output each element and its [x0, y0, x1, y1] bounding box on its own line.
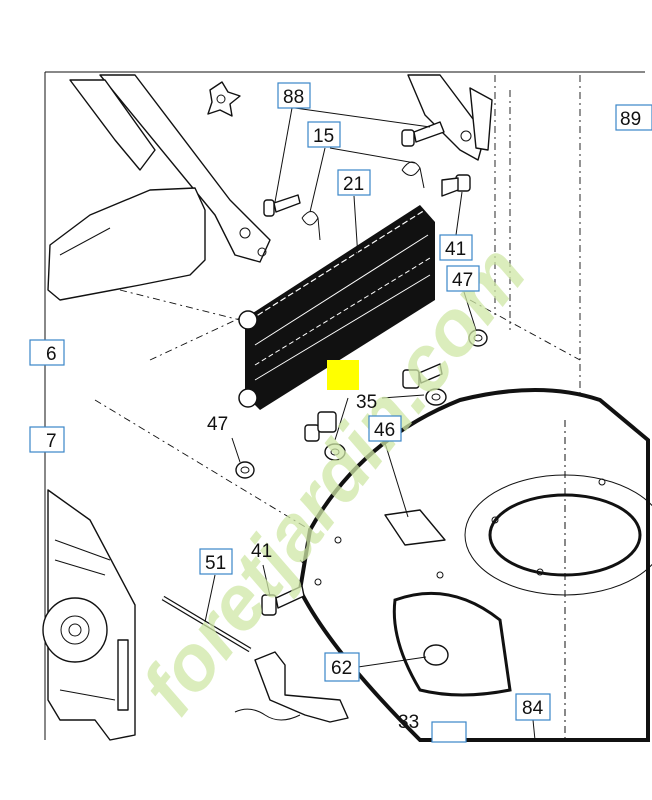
svg-text:21: 21 [343, 174, 364, 195]
svg-text:51: 51 [205, 553, 226, 574]
svg-text:7: 7 [46, 431, 57, 452]
svg-text:15: 15 [313, 126, 334, 147]
svg-text:84: 84 [522, 698, 544, 719]
label-47-lower: 47 [207, 414, 228, 435]
label-47-upper: 47 [446, 265, 480, 292]
handle-bar-left [69, 74, 271, 263]
mower-deck [297, 388, 652, 742]
label-89: 89 [615, 104, 652, 131]
roller-bar-21 [238, 205, 435, 410]
svg-text:41: 41 [445, 239, 466, 260]
pin-15-left [301, 211, 321, 241]
label-46: 46 [368, 415, 402, 442]
svg-text:6: 6 [46, 344, 57, 365]
bolt-88-right [401, 121, 445, 147]
svg-text:47: 47 [452, 270, 473, 291]
label-41-upper: 41 [439, 234, 473, 261]
star-knob [207, 81, 241, 117]
wheel-drive-assembly [42, 489, 136, 741]
label-6: 6 [29, 339, 65, 366]
label-51: 51 [199, 548, 233, 575]
nut-47-upper [468, 329, 488, 347]
height-adjust-bracket [234, 651, 349, 723]
svg-text:35: 35 [356, 392, 377, 413]
svg-text:33: 33 [398, 712, 419, 733]
label-88: 88 [277, 82, 311, 109]
label-84: 84 [515, 693, 551, 721]
bolt-41-lower [261, 585, 305, 616]
svg-text:41: 41 [251, 541, 272, 562]
bolt-41-upper [441, 174, 471, 197]
label-partial-box [431, 721, 467, 743]
washer-35-left [324, 443, 346, 461]
label-15: 15 [307, 121, 341, 148]
svg-text:46: 46 [374, 420, 395, 441]
label-21: 21 [337, 169, 371, 196]
nut-47-lower [235, 461, 255, 479]
rod-51 [161, 595, 252, 653]
washer-35-right [425, 388, 447, 406]
handle-bar-right [407, 74, 493, 161]
bolt-88-left [263, 194, 301, 217]
side-cover [47, 187, 206, 301]
bolt-35-left [304, 411, 337, 442]
svg-text:47: 47 [207, 414, 228, 435]
pin-15-right [401, 161, 425, 189]
label-7: 7 [29, 426, 65, 453]
label-62: 62 [324, 652, 360, 682]
svg-text:62: 62 [331, 658, 352, 679]
bolt-35-right [402, 363, 443, 389]
leader-lines [204, 107, 536, 741]
label-35: 35 [356, 392, 377, 413]
highlight-marker [327, 360, 359, 390]
svg-text:89: 89 [620, 109, 641, 130]
label-41-lower: 41 [251, 541, 272, 562]
label-33: 33 [398, 712, 419, 733]
svg-text:88: 88 [283, 87, 304, 108]
